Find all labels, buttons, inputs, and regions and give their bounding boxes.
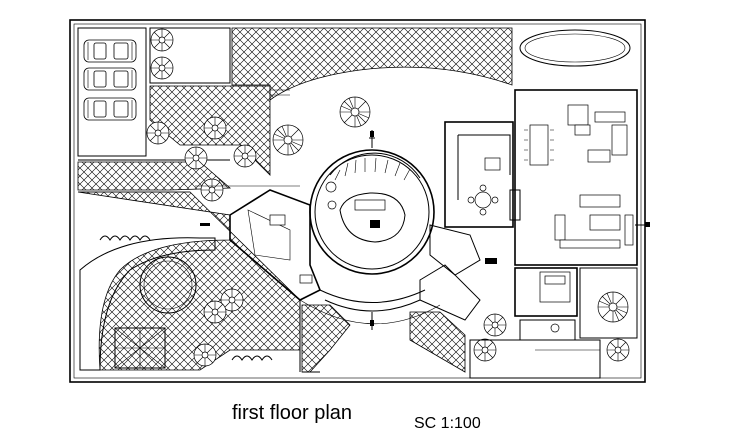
- right-wing: [419, 224, 497, 321]
- shrubs: [99, 235, 273, 361]
- oval-pool: [519, 29, 631, 67]
- garden-top-left: [149, 27, 231, 84]
- kitchen: [444, 121, 514, 228]
- car-icon: [83, 39, 137, 63]
- section-markers: [200, 130, 650, 330]
- lawn-curve: [79, 237, 216, 371]
- site-boundary: [69, 19, 646, 383]
- living-dining: [509, 89, 638, 266]
- skylight-squares: [114, 327, 166, 369]
- round-pool: [139, 256, 197, 314]
- left-wing: [229, 189, 322, 301]
- drawing-title: first floor plan: [232, 402, 353, 424]
- pathway-lines: [78, 89, 320, 373]
- car-icon: [83, 97, 137, 121]
- car-icon: [83, 67, 137, 91]
- scale-label: SC 1:100: [414, 415, 481, 432]
- central-round-hall: [309, 149, 435, 275]
- bedroom: [514, 267, 638, 341]
- bottom-rooms: [469, 339, 601, 379]
